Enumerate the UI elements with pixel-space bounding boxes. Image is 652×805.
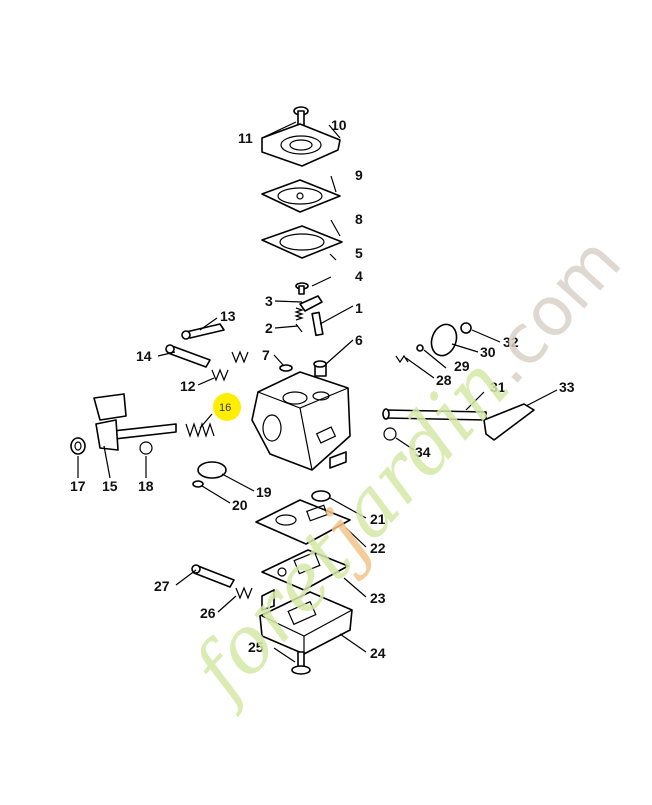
callout-11: 11 (238, 130, 253, 146)
part-32-screw (460, 322, 472, 334)
part-24-cover (259, 589, 353, 655)
callout-5: 5 (355, 245, 363, 261)
callout-26: 26 (200, 605, 216, 621)
part-7-plug (279, 364, 293, 372)
callout-27: 27 (154, 578, 170, 594)
part-26-spring (235, 586, 253, 600)
part-33-lever (483, 403, 535, 441)
part-19-disc (197, 461, 227, 479)
part-6-valve (313, 360, 327, 377)
part-18-clip (139, 441, 153, 455)
part-16-spring (185, 422, 215, 438)
callout-28: 28 (436, 372, 452, 388)
part-12-spring-upper (231, 350, 249, 364)
callout-18: 18 (138, 478, 154, 494)
callout-1: 1 (355, 300, 363, 316)
callout-20: 20 (232, 497, 248, 513)
callout-12: 12 (180, 378, 196, 394)
watermark: foretjardin.com (173, 216, 638, 719)
callout-8: 8 (355, 211, 363, 227)
callout-34: 34 (415, 444, 431, 460)
part-14-screw (165, 344, 211, 368)
part-drawings (70, 106, 535, 675)
callout-4: 4 (355, 268, 363, 284)
part-25-screw (291, 651, 311, 675)
callout-25: 25 (248, 639, 264, 655)
highlight-marker (213, 393, 241, 421)
part-2-spring (294, 307, 304, 333)
callout-10: 10 (331, 117, 347, 133)
part-29-ball (416, 344, 424, 352)
part-34-clip (383, 427, 397, 441)
part-3-lever (299, 295, 323, 312)
part-30-throttle-plate (430, 323, 458, 357)
part-27-screw (191, 564, 235, 588)
part-28-spring (395, 354, 409, 364)
part-23-diaphragm (261, 549, 349, 591)
part-17-bushing (70, 437, 86, 455)
part-13-screw (181, 323, 225, 340)
part-12-spring-lower (211, 368, 229, 382)
part-21-screen (311, 490, 331, 502)
callout-14: 14 (136, 348, 152, 364)
callout-7: 7 (262, 347, 270, 363)
callout-24: 24 (370, 645, 386, 661)
part-15-throttle-shaft (93, 393, 177, 451)
callout-22: 22 (370, 540, 386, 556)
callout-30: 30 (480, 344, 496, 360)
part-4-screw (295, 282, 309, 295)
part-10-cover (261, 123, 341, 167)
part-8-gasket (261, 225, 343, 259)
callout-31: 31 (490, 379, 506, 395)
part-20-screw (192, 480, 204, 488)
callout-33: 33 (559, 379, 575, 395)
watermark-text: foretjardin.com (173, 216, 638, 719)
callout-labels: 1 2 3 4 5 6 7 8 9 10 11 12 13 14 16 15 1… (70, 117, 575, 661)
callout-21: 21 (370, 511, 386, 527)
part-22-gasket (255, 499, 351, 545)
callout-19: 19 (256, 484, 272, 500)
callout-16: 16 (219, 402, 231, 414)
callout-3: 3 (265, 293, 273, 309)
callout-15: 15 (102, 478, 118, 494)
callout-32: 32 (503, 334, 519, 350)
callout-29: 29 (454, 358, 470, 374)
callout-23: 23 (370, 590, 386, 606)
part-9-diaphragm (261, 179, 341, 213)
leader-lines (77, 121, 558, 663)
callout-17: 17 (70, 478, 86, 494)
callout-2: 2 (265, 320, 273, 336)
callout-13: 13 (220, 308, 236, 324)
callout-6: 6 (355, 332, 363, 348)
callout-9: 9 (355, 167, 363, 183)
carburetor-body (251, 371, 351, 471)
